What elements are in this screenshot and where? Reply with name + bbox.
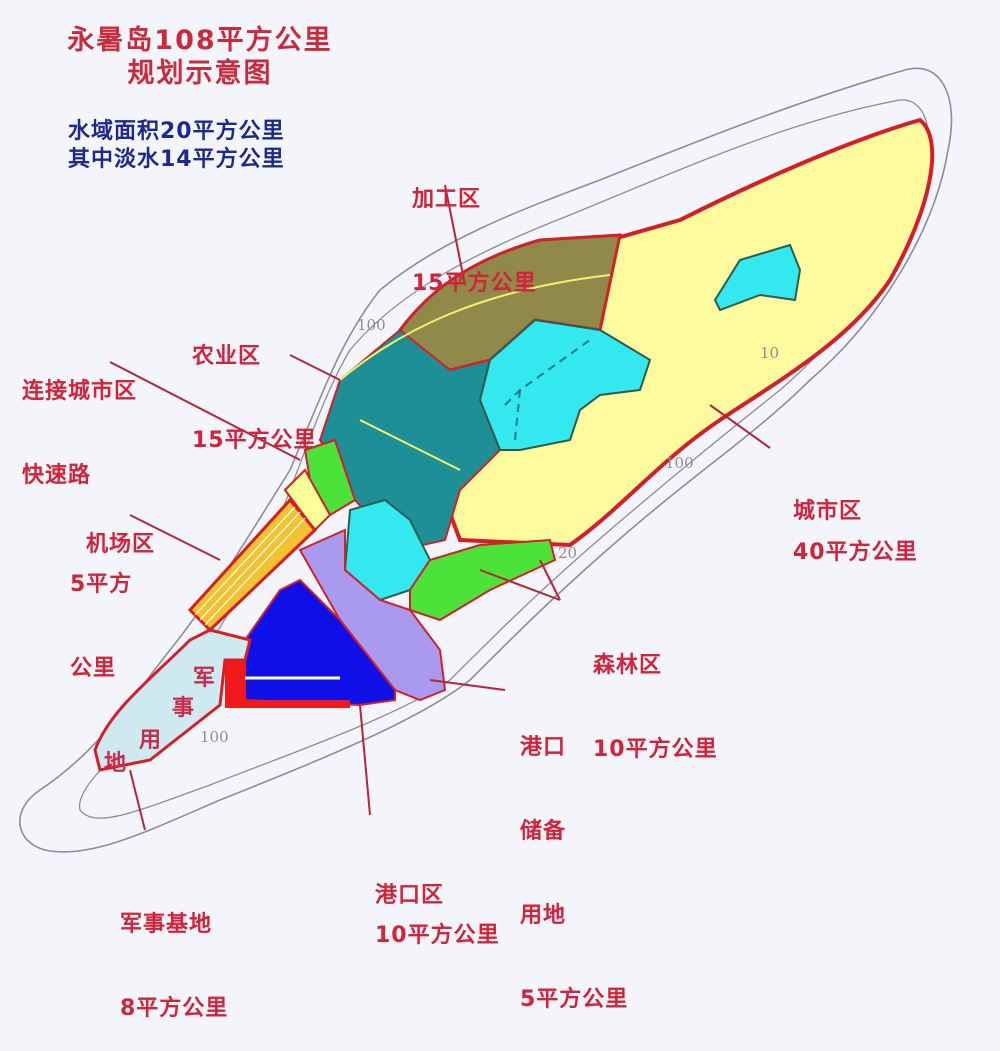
reef-contour-inner bbox=[78, 99, 930, 819]
island-map: 100 10 100 20 100 bbox=[19, 67, 953, 853]
military-land-char-4: 地 bbox=[104, 751, 127, 776]
label-city-zone: 城市区 bbox=[793, 442, 862, 554]
military-name: 军事基地 bbox=[120, 912, 213, 937]
title-line-1: 永暑岛108平方公里 bbox=[67, 25, 333, 56]
city-area: 40平方公里 bbox=[793, 540, 918, 565]
port-reserve-name-2: 储备 bbox=[520, 819, 567, 844]
city-name: 城市区 bbox=[793, 499, 863, 524]
zone-water-north bbox=[713, 243, 802, 312]
label-agriculture-zone: 农业区 15平方公里 bbox=[192, 287, 317, 483]
label-port-area: 10平方公里 bbox=[375, 866, 500, 978]
water-area-line-2: 其中淡水14平方公里 bbox=[68, 147, 285, 172]
water-area-note: 水域面积20平方公里 其中淡水14平方公里 bbox=[68, 118, 285, 174]
zone-port-red bbox=[225, 660, 350, 708]
runway-stripes bbox=[194, 506, 306, 626]
forest-area: 10平方公里 bbox=[593, 737, 718, 762]
port-area: 10平方公里 bbox=[375, 923, 500, 948]
internal-road bbox=[339, 274, 611, 471]
port-reserve-name-3: 用地 bbox=[520, 903, 567, 928]
water-dashed-channel bbox=[504, 339, 591, 441]
zone-forest-south bbox=[409, 538, 557, 622]
label-port-reserve: 港口 储备 用地 5平方公里 bbox=[520, 678, 628, 1042]
label-expressway: 连接城市区 快速路 bbox=[22, 322, 137, 518]
leader-lines bbox=[109, 184, 771, 831]
label-port-zone: 港口区 bbox=[375, 826, 444, 938]
airport-name: 机场区 bbox=[86, 532, 156, 557]
port-reserve-area: 5平方公里 bbox=[520, 987, 629, 1012]
agriculture-area: 15平方公里 bbox=[192, 428, 317, 453]
reef-contour-outer bbox=[19, 67, 953, 853]
zone-military bbox=[93, 628, 252, 772]
military-land-char-1: 军 bbox=[193, 666, 216, 691]
zone-forest-north bbox=[303, 438, 357, 517]
contour-label-3: 100 bbox=[665, 454, 694, 472]
military-area: 8平方公里 bbox=[120, 996, 229, 1021]
zone-water-main bbox=[478, 318, 652, 451]
forest-name: 森林区 bbox=[593, 653, 663, 678]
port-reserve-name-1: 港口 bbox=[520, 735, 567, 760]
contour-label-2: 10 bbox=[760, 344, 779, 362]
expressway-name-2: 快速路 bbox=[22, 463, 92, 488]
military-land-char-3: 用 bbox=[139, 728, 162, 753]
water-area-line-1: 水域面积20平方公里 bbox=[68, 119, 285, 144]
label-forest-zone: 森林区 10平方公里 bbox=[593, 596, 718, 792]
military-land-char-2: 事 bbox=[172, 696, 195, 721]
label-military-base: 军事基地 8平方公里 bbox=[120, 855, 228, 1051]
label-airport-zone: 机场区 bbox=[86, 475, 155, 587]
label-processing-zone: 加工区 15平方公里 bbox=[412, 130, 537, 326]
map-title: 永暑岛108平方公里 规划示意图 bbox=[30, 24, 370, 90]
label-city-area: 40平方公里 bbox=[793, 483, 918, 595]
processing-area: 15平方公里 bbox=[412, 271, 537, 296]
agriculture-name: 农业区 bbox=[192, 344, 262, 369]
contour-label-1: 100 bbox=[357, 316, 386, 334]
contour-label-5: 100 bbox=[200, 728, 229, 746]
airport-area-1: 5平方 bbox=[70, 572, 133, 597]
contour-label-4: 20 bbox=[558, 544, 577, 562]
processing-name: 加工区 bbox=[412, 187, 482, 212]
airport-area-2: 公里 bbox=[70, 656, 117, 681]
label-airport-area: 5平方 公里 bbox=[70, 515, 132, 711]
port-name: 港口区 bbox=[375, 883, 445, 908]
title-line-2: 规划示意图 bbox=[127, 58, 273, 89]
expressway-name: 连接城市区 bbox=[22, 379, 138, 404]
